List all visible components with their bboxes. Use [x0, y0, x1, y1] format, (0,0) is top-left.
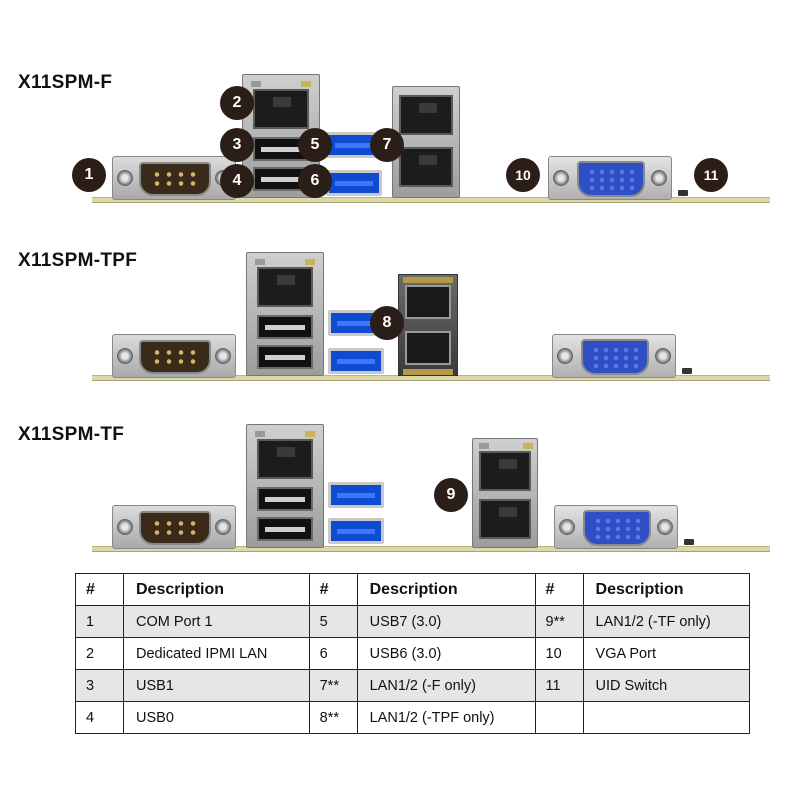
board-edge: [92, 546, 770, 552]
marker-9: 9: [434, 478, 468, 512]
vga-port: [548, 156, 672, 200]
marker-11: 11: [694, 158, 728, 192]
marker-1: 1: [72, 158, 106, 192]
table-cell: UID Switch: [582, 669, 751, 702]
header-description: Description: [356, 573, 536, 606]
com-port: [112, 156, 236, 200]
header-description: Description: [123, 573, 310, 606]
com-port: [112, 505, 236, 549]
screw-icon: [215, 348, 231, 364]
table-header-row: # Description # Description # Descriptio…: [75, 573, 751, 606]
table-cell: [534, 701, 584, 734]
screw-icon: [651, 170, 667, 186]
marker-4: 4: [220, 164, 254, 198]
rj45-port: [253, 89, 309, 129]
usb2-port: [257, 315, 313, 339]
table-cell: 10: [534, 637, 584, 670]
table-cell: 2: [75, 637, 124, 670]
model-title-x11spm-f: X11SPM-F: [18, 72, 113, 93]
model-title-x11spm-tf: X11SPM-TF: [18, 424, 125, 445]
rj45-port: [479, 451, 531, 491]
table-row: 2 Dedicated IPMI LAN 6 USB6 (3.0) 10 VGA…: [75, 637, 751, 670]
rj45-port: [257, 267, 313, 307]
table-cell: 11: [534, 669, 584, 702]
screw-icon: [655, 348, 671, 364]
lan-stack: [392, 86, 460, 198]
marker-8: 8: [370, 306, 404, 340]
table-cell: 1: [75, 605, 124, 638]
rj45-port: [399, 147, 453, 187]
com-port: [112, 334, 236, 378]
table-cell: USB6 (3.0): [356, 637, 536, 670]
table-row: 3 USB1 7** LAN1/2 (-F only) 11 UID Switc…: [75, 669, 751, 702]
ipmi-usb-stack: [246, 424, 324, 548]
marker-3: 3: [220, 128, 254, 162]
marker-6: 6: [298, 164, 332, 198]
ipmi-usb-stack: [242, 74, 320, 198]
table-cell: VGA Port: [582, 637, 751, 670]
usb2-port: [257, 487, 313, 511]
table-row: 4 USB0 8** LAN1/2 (-TPF only): [75, 701, 751, 734]
usb2-port: [257, 345, 313, 369]
marker-7: 7: [370, 128, 404, 162]
port-legend-table: # Description # Description # Descriptio…: [75, 573, 751, 734]
table-cell: LAN1/2 (-TPF only): [356, 701, 536, 734]
table-cell: COM Port 1: [123, 605, 310, 638]
usb3-port: [326, 170, 382, 196]
screw-icon: [117, 170, 133, 186]
header-num: #: [308, 573, 358, 606]
screw-icon: [117, 348, 133, 364]
table-cell: 6: [308, 637, 358, 670]
lan-stack: [472, 438, 538, 548]
screw-icon: [557, 348, 573, 364]
table-cell: [582, 701, 751, 734]
ipmi-usb-stack: [246, 252, 324, 376]
table-cell: 8**: [308, 701, 358, 734]
usb3-port: [328, 482, 384, 508]
screw-icon: [553, 170, 569, 186]
table-cell: LAN1/2 (-TF only): [582, 605, 751, 638]
uid-switch: [682, 368, 692, 374]
usb3-port: [328, 348, 384, 374]
sfp-cage: [398, 274, 458, 376]
rj45-port: [399, 95, 453, 135]
usb2-port: [257, 517, 313, 541]
table-cell: 3: [75, 669, 124, 702]
uid-switch: [684, 539, 694, 545]
header-description: Description: [582, 573, 751, 606]
header-num: #: [534, 573, 584, 606]
screw-icon: [215, 519, 231, 535]
header-num: #: [75, 573, 124, 606]
table-cell: LAN1/2 (-F only): [356, 669, 536, 702]
model-title-x11spm-tpf: X11SPM-TPF: [18, 250, 138, 271]
marker-5: 5: [298, 128, 332, 162]
marker-10: 10: [506, 158, 540, 192]
rj45-port: [479, 499, 531, 539]
uid-switch: [678, 190, 688, 196]
screw-icon: [117, 519, 133, 535]
table-cell: USB0: [123, 701, 310, 734]
table-cell: 7**: [308, 669, 358, 702]
table-cell: 4: [75, 701, 124, 734]
table-cell: 9**: [534, 605, 584, 638]
table-cell: Dedicated IPMI LAN: [123, 637, 310, 670]
vga-port: [552, 334, 676, 378]
usb3-port: [328, 518, 384, 544]
table-cell: 5: [308, 605, 358, 638]
rj45-port: [257, 439, 313, 479]
screw-icon: [657, 519, 673, 535]
screw-icon: [559, 519, 575, 535]
marker-2: 2: [220, 86, 254, 120]
vga-port: [554, 505, 678, 549]
table-cell: USB7 (3.0): [356, 605, 536, 638]
table-row: 1 COM Port 1 5 USB7 (3.0) 9** LAN1/2 (-T…: [75, 605, 751, 638]
table-cell: USB1: [123, 669, 310, 702]
